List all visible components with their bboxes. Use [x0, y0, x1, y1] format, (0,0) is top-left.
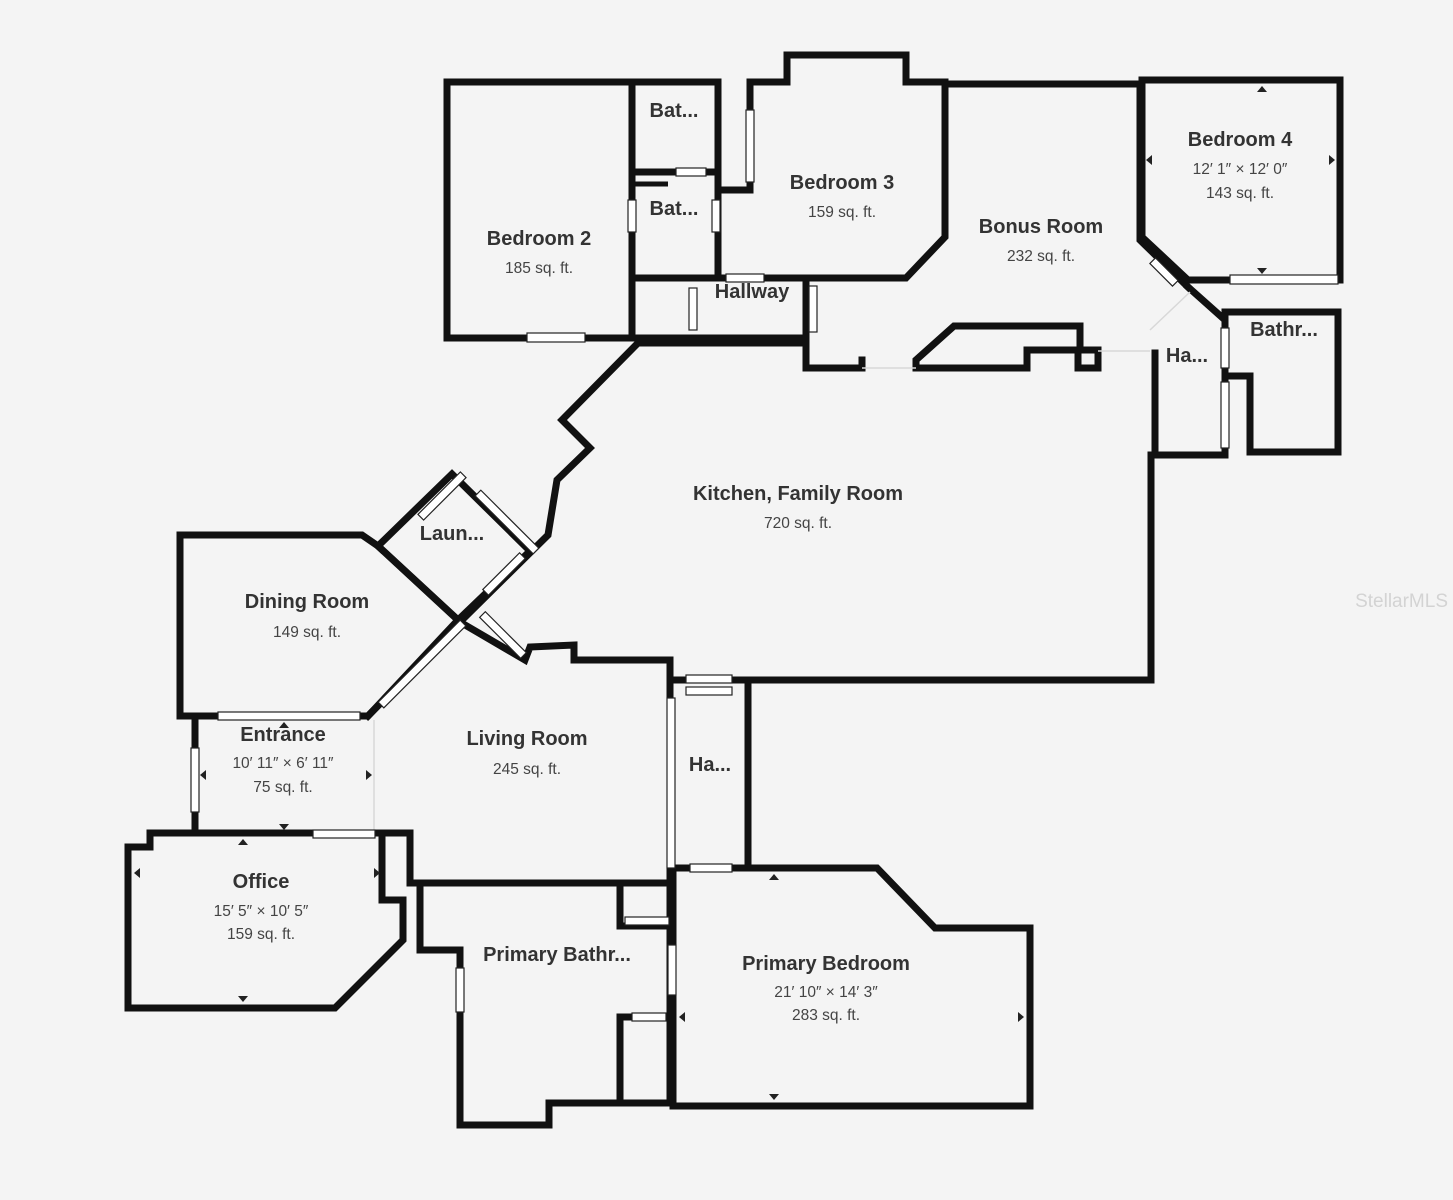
marker-left [134, 868, 140, 878]
primary-bedroom-walls [669, 864, 1034, 1110]
marker-right [1329, 155, 1335, 165]
bath-b-walls [628, 168, 722, 282]
door [667, 944, 677, 996]
room-area: 149 sq. ft. [273, 624, 341, 641]
office-walls [124, 829, 407, 1012]
room-name: Dining Room [245, 591, 369, 613]
window [745, 109, 755, 183]
marker-up [769, 874, 779, 880]
marker-left [679, 1012, 685, 1022]
door [675, 167, 707, 177]
walls [124, 51, 1344, 1129]
marker-down [238, 996, 248, 1002]
window [417, 471, 467, 521]
door [711, 199, 721, 233]
marker-left [200, 770, 206, 780]
room-area: 159 sq. ft. [227, 926, 295, 943]
kitchen-walls [454, 339, 1155, 684]
door [478, 610, 528, 660]
door [627, 199, 637, 233]
room-area: 245 sq. ft. [493, 761, 561, 778]
primary-bath-walls [416, 879, 674, 1129]
room-name: Bat... [650, 198, 699, 220]
room-dimensions: 12′ 1″ × 12′ 0″ [1193, 161, 1288, 178]
door [1220, 381, 1230, 449]
marker-up [238, 839, 248, 845]
room-name: Bedroom 4 [1188, 129, 1293, 151]
room-name: Bat... [650, 100, 699, 122]
door [689, 863, 733, 873]
room-name: Bedroom 2 [487, 228, 591, 250]
room-area: 75 sq. ft. [253, 779, 312, 796]
east-hall-walls [1151, 282, 1229, 459]
door [1149, 257, 1179, 287]
door [685, 686, 733, 696]
room-name: Laun... [420, 523, 484, 545]
door [1220, 327, 1230, 369]
bath-a-walls [628, 78, 722, 176]
door [685, 674, 733, 684]
marker-right [374, 868, 380, 878]
bonus-room-bottom-left [802, 334, 866, 372]
marker-down [769, 1094, 779, 1100]
marker-down [1257, 268, 1267, 274]
door [624, 916, 670, 926]
door [481, 551, 527, 597]
room-dimensions: 21′ 10″ × 14′ 3″ [774, 984, 878, 1001]
door [455, 967, 465, 1013]
room-area: 232 sq. ft. [1007, 248, 1075, 265]
open-boundaries [373, 291, 1191, 832]
room-name: Office [233, 871, 290, 893]
room-name: Ha... [1166, 345, 1208, 367]
room-name: Bathr... [1250, 319, 1318, 341]
primary-bath-fixture [616, 879, 674, 1107]
dimension-markers [134, 86, 1335, 1100]
window [217, 711, 361, 721]
room-name: Bonus Room [979, 216, 1103, 238]
marker-right [366, 770, 372, 780]
door [808, 285, 818, 333]
kitchen-island [912, 322, 1102, 372]
doors-and-windows [190, 109, 1339, 1022]
marker-up [1257, 86, 1267, 92]
bedroom-3-walls [714, 51, 949, 282]
room-area: 159 sq. ft. [808, 204, 876, 221]
door [688, 287, 698, 331]
marker-left [1146, 155, 1152, 165]
room-name: Kitchen, Family Room [693, 483, 903, 505]
room-labels: Bedroom 2 185 sq. ft. Bat... Bat... Bedr… [214, 100, 1318, 1024]
laundry-walls [372, 469, 536, 625]
room-area: 720 sq. ft. [764, 515, 832, 532]
room-name: Primary Bathr... [483, 944, 631, 966]
marker-up [279, 722, 289, 728]
door [377, 619, 467, 709]
door [312, 829, 376, 839]
door [474, 489, 540, 555]
door [1229, 274, 1339, 285]
marker-down [279, 824, 289, 830]
marker-right [1018, 1012, 1024, 1022]
room-name: Bedroom 3 [790, 172, 894, 194]
room-name: Primary Bedroom [742, 953, 910, 975]
room-dimensions: 15′ 5″ × 10′ 5″ [214, 903, 309, 920]
room-name: Entrance [240, 724, 326, 746]
window [526, 332, 586, 343]
east-bath-walls [1221, 308, 1342, 456]
door [725, 273, 765, 283]
room-name: Hallway [715, 281, 790, 303]
bedroom-4-walls [1138, 76, 1344, 284]
room-dimensions: 10′ 11″ × 6′ 11″ [232, 755, 334, 772]
door [190, 747, 200, 813]
room-area: 185 sq. ft. [505, 260, 573, 277]
door [631, 1012, 667, 1022]
door [666, 697, 676, 869]
watermark: StellarMLS [1355, 591, 1448, 612]
room-area: 143 sq. ft. [1206, 185, 1274, 202]
room-name: Living Room [466, 728, 587, 750]
room-name: Ha... [689, 754, 731, 776]
opening-line [1149, 291, 1191, 331]
room-area: 283 sq. ft. [792, 1007, 860, 1024]
